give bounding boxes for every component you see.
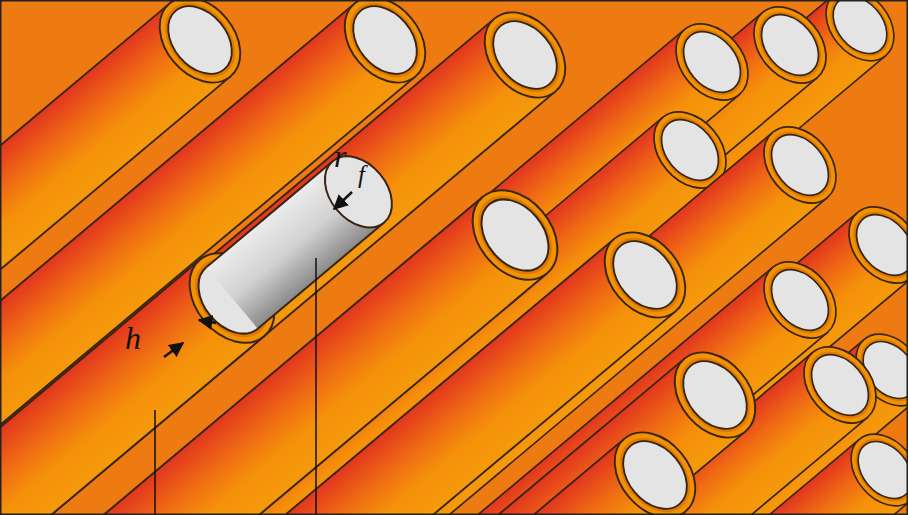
radius-subscript: f: [358, 162, 365, 187]
dimension-arrows: [164, 192, 352, 357]
foreground-fiber: [0, 136, 412, 515]
thickness-label: h: [125, 322, 141, 354]
radius-label: r: [334, 140, 346, 172]
leader-lines: [155, 258, 316, 515]
